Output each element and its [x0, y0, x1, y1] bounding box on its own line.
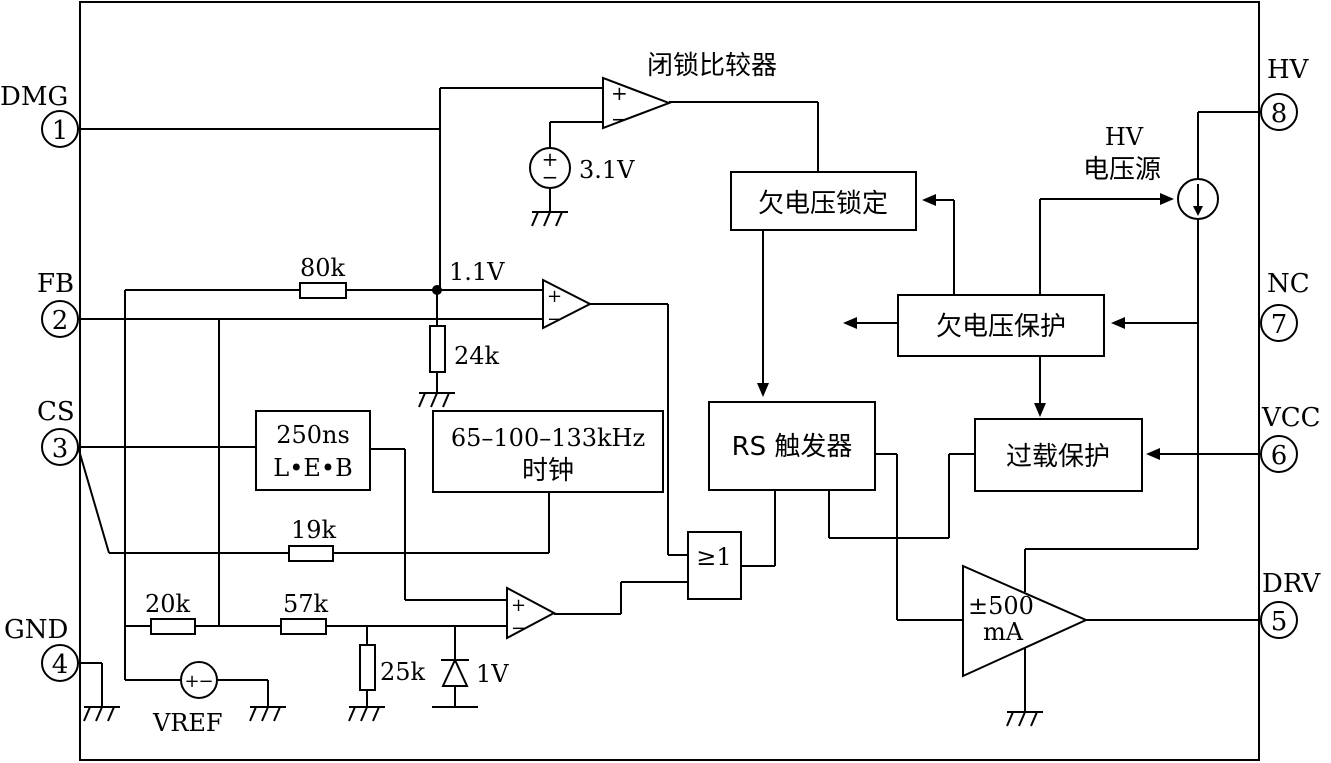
wiring — [77, 87, 1261, 712]
source-plus: + — [542, 147, 559, 171]
node-label-1-1v: 1.1V — [449, 258, 505, 286]
resistor-57k: 57k — [280, 590, 329, 635]
chip-outline — [79, 1, 1260, 761]
hv-source: HV 电压源 — [1083, 123, 1219, 220]
comparator-plus: + — [547, 286, 562, 307]
or-gate: ≥1 — [687, 531, 742, 600]
resistor-label: 20k — [145, 590, 191, 618]
pin-number: 1 — [52, 116, 69, 146]
ground-symbol — [531, 211, 568, 227]
pin-number: 3 — [52, 434, 69, 464]
pin-number: 8 — [1271, 99, 1288, 129]
uvlo-block: 欠电压锁定 — [730, 171, 917, 231]
pin-number: 7 — [1271, 310, 1288, 340]
resistor-19k: 19k — [288, 516, 337, 562]
zener-diode-1v: 1V — [441, 657, 509, 688]
zener-label: 1V — [476, 660, 509, 688]
ground-symbol — [1006, 711, 1043, 727]
source-minus: − — [198, 671, 213, 692]
clock-frequency: 65–100–133kHz — [451, 424, 645, 452]
leb-block: 250ns L•E•B — [255, 410, 371, 491]
comparator-plus: + — [611, 81, 628, 105]
pin-3: 3 CS — [37, 397, 79, 466]
pin-5: 5 DRV — [1260, 569, 1321, 639]
resistor-label: 57k — [283, 590, 329, 618]
ground-symbol — [418, 392, 455, 408]
pin-number: 4 — [52, 650, 69, 680]
resistor-20k: 20k — [145, 590, 196, 635]
pin-4: 4 GND — [4, 615, 79, 682]
pin-name: DMG — [0, 82, 68, 112]
or-gate-label: ≥1 — [696, 543, 731, 571]
pin-name: NC — [1267, 269, 1310, 299]
hv-source-title: HV — [1105, 123, 1144, 151]
hv-source-label: 电压源 — [1083, 155, 1161, 185]
resistor-label: 25k — [380, 658, 426, 686]
fb-comparator: + − — [542, 278, 593, 330]
rs-flipflop-block: RS 触发器 — [708, 401, 876, 491]
pin-number: 6 — [1271, 441, 1288, 471]
comparator-minus: − — [547, 309, 562, 330]
comparator-minus: − — [511, 618, 526, 639]
latch-comparator: + − 闭锁比较器 — [602, 51, 777, 131]
uvlo-label: 欠电压锁定 — [758, 189, 888, 219]
ground-symbol — [348, 706, 385, 722]
voltage-source-3-1v: + − 3.1V — [529, 147, 635, 189]
clock-label: 时钟 — [522, 456, 574, 486]
rs-flipflop-label: RS 触发器 — [732, 432, 853, 462]
resistor-25k: 25k — [359, 644, 426, 691]
leb-time: 250ns — [276, 421, 350, 449]
cs-comparator: + − — [506, 586, 557, 640]
pin-1: 1 DMG — [0, 82, 79, 148]
pin-number: 2 — [52, 306, 69, 336]
comparator-minus: − — [611, 107, 628, 131]
junction-dot — [432, 285, 442, 295]
clock-block: 65–100–133kHz 时钟 — [432, 410, 664, 493]
source-minus: − — [542, 165, 559, 189]
source-plus: + — [184, 671, 199, 692]
overload-label: 过载保护 — [1006, 442, 1110, 472]
leb-label: L•E•B — [273, 454, 352, 482]
driver-amplifier: ±500 mA — [962, 564, 1089, 678]
pin-2: 2 FB — [37, 269, 79, 338]
pin-number: 5 — [1271, 607, 1288, 637]
pin-7: 7 NC — [1260, 269, 1310, 342]
pin-name: FB — [37, 269, 74, 299]
overload-block: 过载保护 — [974, 418, 1143, 492]
comparator-plus: + — [511, 595, 526, 616]
driver-current: ±500 — [968, 592, 1034, 620]
pin-name: CS — [37, 397, 75, 427]
source-label: 3.1V — [579, 156, 635, 184]
resistor-label: 80k — [300, 254, 346, 282]
pin-6: 6 VCC — [1260, 403, 1321, 473]
resistor-24k: 24k — [429, 325, 500, 373]
driver-unit: mA — [983, 618, 1024, 646]
voltage-source-vref: + − VREF — [152, 661, 223, 737]
uv-protect-block: 欠电压保护 — [897, 294, 1105, 357]
uv-protect-label: 欠电压保护 — [936, 312, 1066, 342]
resistor-label: 24k — [454, 342, 500, 370]
pin-name: DRV — [1262, 569, 1321, 599]
pin-8: 8 HV — [1260, 55, 1310, 131]
resistor-label: 19k — [291, 516, 337, 544]
ground-symbol — [83, 706, 120, 722]
ground-symbol — [249, 706, 286, 722]
source-label: VREF — [152, 709, 223, 737]
pin-name: VCC — [1261, 403, 1321, 433]
resistor-80k: 80k — [299, 254, 347, 299]
pin-name: HV — [1267, 55, 1310, 85]
pin-name: GND — [4, 615, 68, 645]
latch-comparator-label: 闭锁比较器 — [647, 51, 777, 81]
arrowheads — [757, 193, 1174, 460]
